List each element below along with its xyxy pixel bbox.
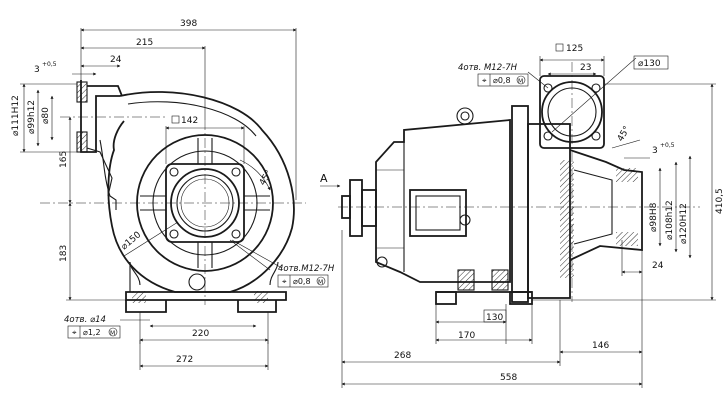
- dim-d120: ⌀120H12: [679, 203, 689, 244]
- dim-170: 170: [458, 331, 475, 341]
- dim-45-right: 45°: [616, 125, 633, 144]
- dim-3-right: 3: [652, 146, 658, 156]
- dim-3: 3: [34, 65, 40, 75]
- dim-d98: ⌀98H8: [649, 202, 659, 232]
- dim-d150: ⌀150: [120, 230, 144, 252]
- dim-125: 125: [566, 44, 583, 54]
- dim-d111: ⌀111H12: [11, 95, 21, 136]
- dim-558: 558: [500, 373, 517, 383]
- svg-text:⌖: ⌖: [282, 277, 287, 286]
- square-symbol: [171, 115, 180, 124]
- d130-frame: [633, 55, 669, 70]
- dim-142: 142: [181, 116, 198, 126]
- dim-183: 183: [59, 245, 69, 262]
- note-holes-right: 4отв. М12-7Н: [458, 63, 518, 73]
- dim-130-frame: [483, 309, 507, 323]
- tolerance-frame-left: ⌖ ⌀1,2 M: [67, 325, 121, 339]
- dim-23: 23: [580, 63, 591, 73]
- dim-3-tol: +0,5: [42, 61, 57, 68]
- note-holes-mid: 4отв.М12-7Н: [278, 264, 335, 274]
- dim-d130: ⌀130: [638, 59, 661, 69]
- dim-268: 268: [394, 351, 411, 361]
- dim-146: 146: [592, 341, 609, 351]
- dim-130: 130: [486, 313, 503, 323]
- svg-text:M: M: [318, 279, 323, 286]
- front-view: [20, 28, 306, 344]
- dim-398: 398: [180, 19, 197, 29]
- tolerance-frame-right: ⌖ ⌀0,8 M: [477, 73, 529, 87]
- dim-215: 215: [136, 38, 153, 48]
- note-holes-left: 4отв. ⌀14: [64, 315, 106, 325]
- dim-24-right: 24: [652, 261, 664, 271]
- svg-text:⌖: ⌖: [482, 76, 487, 85]
- dim-220: 220: [192, 329, 209, 339]
- dim-24: 24: [110, 55, 122, 65]
- dim-45: 45°: [258, 169, 275, 188]
- svg-text:M: M: [110, 330, 115, 337]
- dim-165: 165: [59, 151, 69, 168]
- view-a-label: A: [320, 172, 328, 185]
- tol-left-value: ⌀1,2: [83, 328, 101, 337]
- side-view: [320, 56, 716, 388]
- tolerance-frame-mid: ⌖ ⌀0,8 M: [277, 274, 329, 288]
- svg-text:M: M: [518, 78, 523, 85]
- dim-d108: ⌀108h12: [665, 200, 675, 240]
- dim-3-right-tol: +0,5: [660, 142, 675, 149]
- square-symbol-right: [555, 43, 564, 52]
- tol-right-value: ⌀0,8: [493, 76, 511, 85]
- svg-text:⌖: ⌖: [72, 328, 77, 337]
- flange-section: [77, 82, 87, 102]
- dim-d80: ⌀80: [41, 107, 51, 124]
- dim-d99: ⌀99h12: [27, 100, 37, 134]
- dim-272: 272: [176, 355, 193, 365]
- dim-410: 410,5: [715, 188, 725, 214]
- tol-mid-value: ⌀0,8: [293, 277, 311, 286]
